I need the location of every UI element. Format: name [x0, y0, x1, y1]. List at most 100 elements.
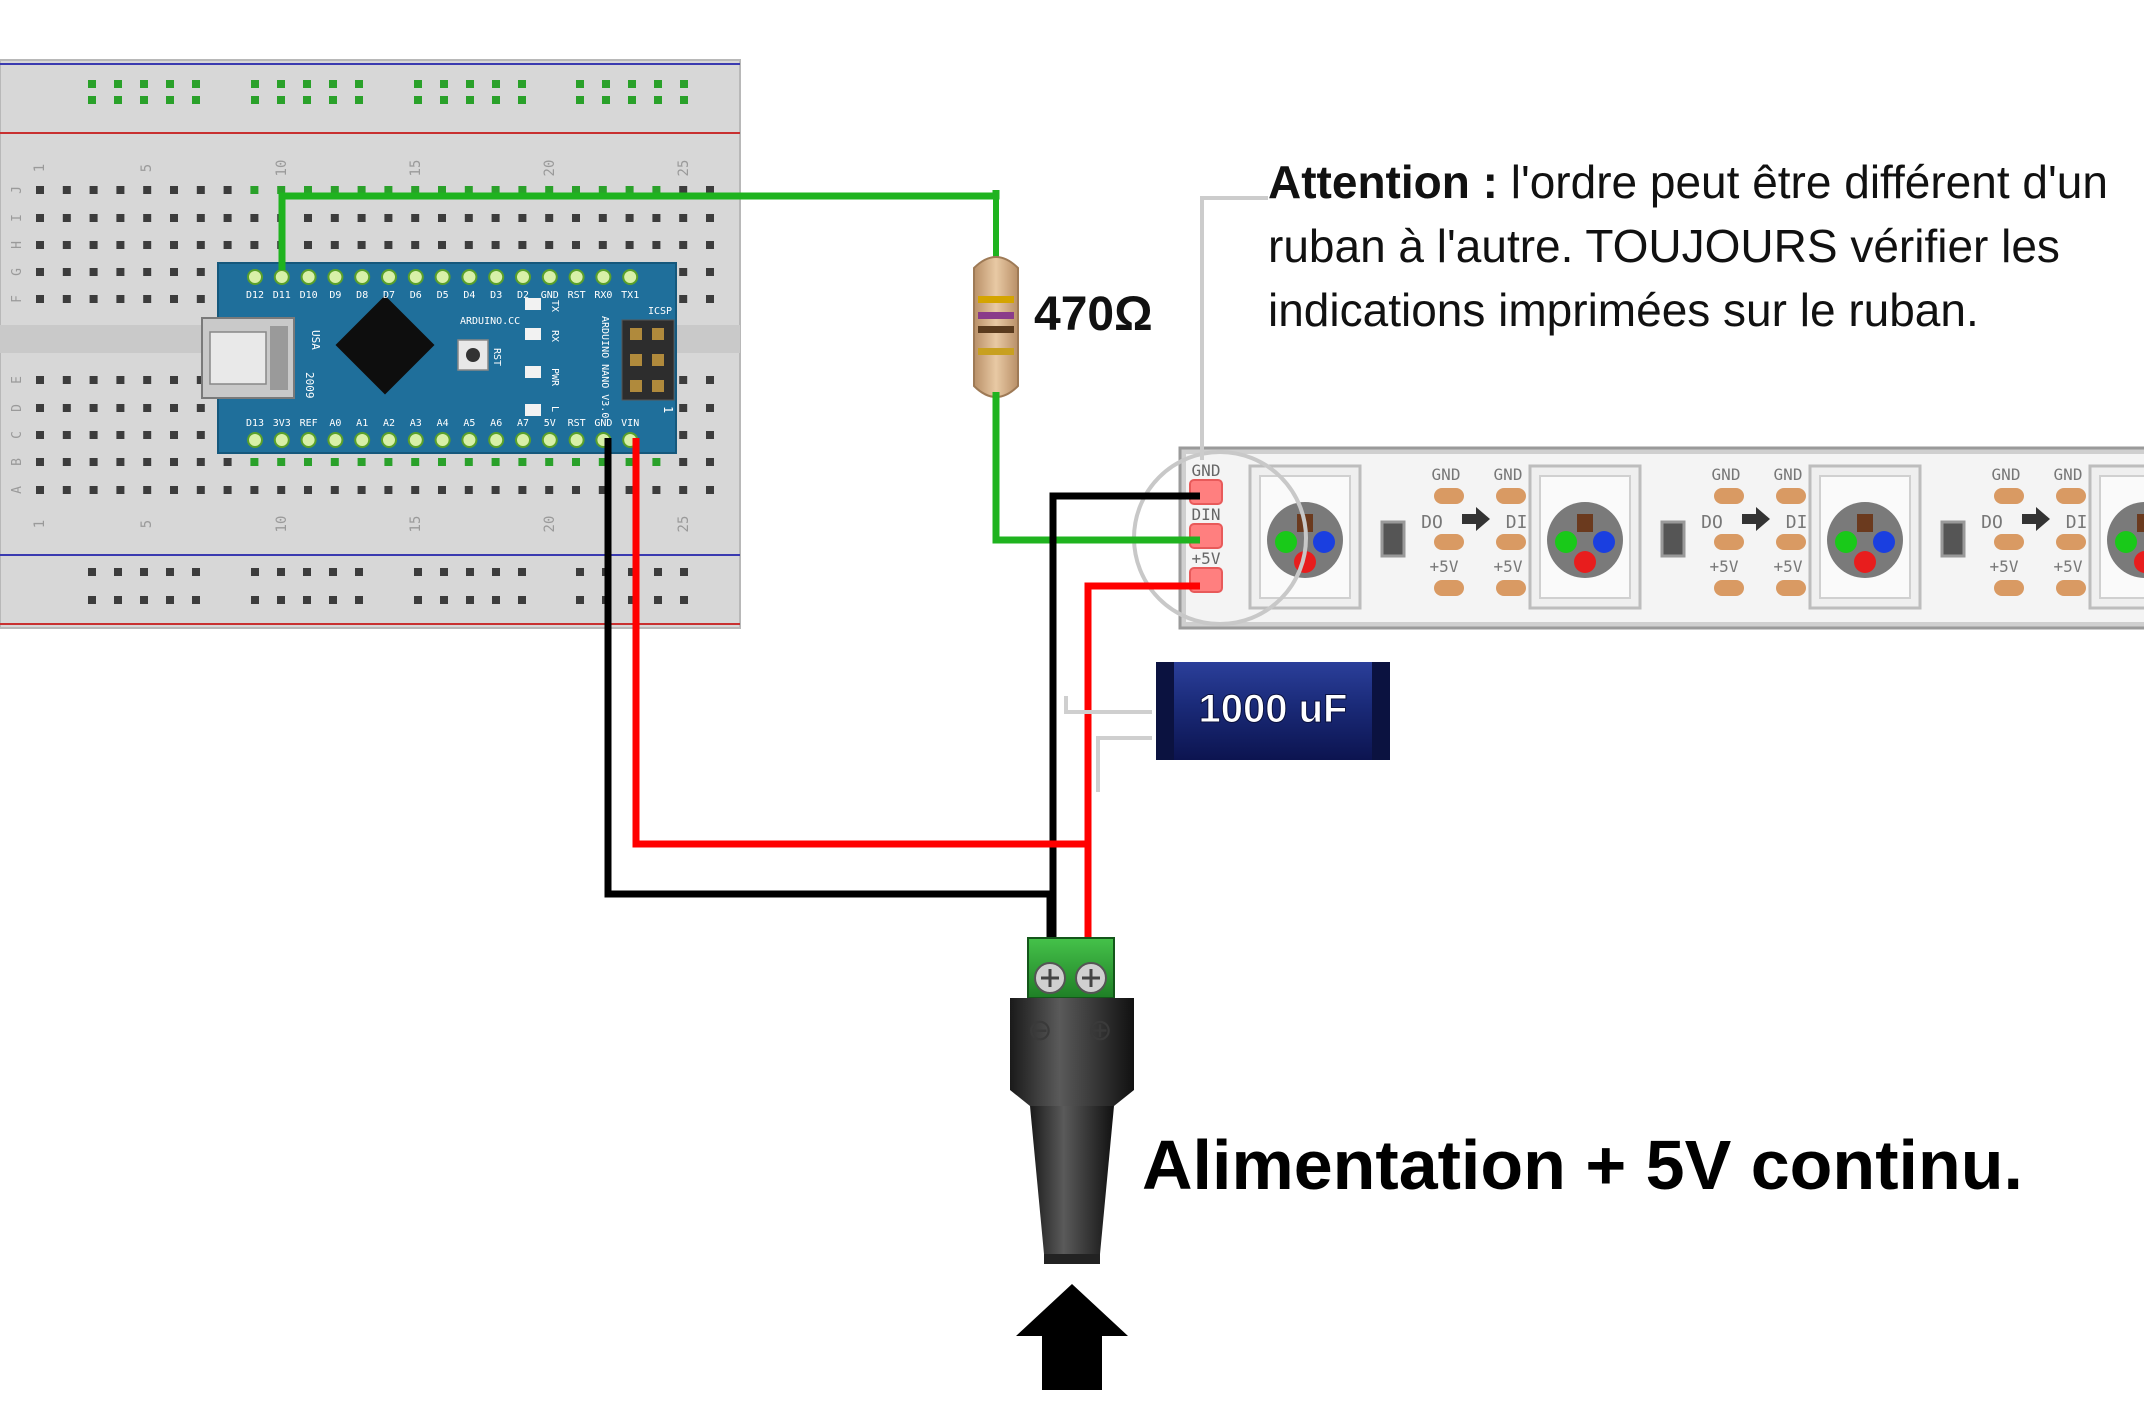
breadboard-hole: [196, 241, 205, 249]
breadboard-hole: [143, 458, 152, 466]
breadboard-hole: [277, 186, 286, 194]
data-direction-arrow: [2022, 507, 2050, 531]
breadboard-hole: [62, 214, 71, 222]
rail-hole: [277, 568, 285, 576]
rail-hole: [329, 96, 337, 104]
rail-hole: [277, 596, 285, 604]
breadboard-hole: [62, 404, 71, 412]
breadboard-hole: [62, 458, 71, 466]
breadboard-hole: [679, 486, 688, 494]
breadboard-hole: [170, 486, 178, 494]
breadboard-hole: [170, 295, 178, 303]
breadboard-hole: [572, 486, 580, 494]
strip-pad-label: GND: [1494, 465, 1523, 484]
arduino-pin-bottom: [568, 432, 585, 448]
column-number-top: 5: [139, 164, 155, 172]
breadboard-hole: [116, 404, 125, 412]
breadboard-hole: [652, 458, 661, 466]
top-pin-label: GND: [541, 290, 559, 301]
top-pin-label: D3: [490, 290, 502, 301]
copper-pad: [1434, 534, 1464, 550]
breadboard-hole: [491, 241, 500, 249]
breadboard-hole: [170, 431, 178, 439]
breadboard-hole: [438, 214, 446, 222]
breadboard-hole: [36, 486, 44, 494]
breadboard-hole: [116, 241, 125, 249]
breadboard-hole: [625, 486, 634, 494]
breadboard-hole: [170, 404, 178, 412]
rail-hole: [414, 96, 422, 104]
breadboard-hole: [438, 458, 446, 466]
breadboard-hole: [89, 186, 98, 194]
breadboard-hole: [196, 404, 205, 412]
rail-hole: [492, 80, 500, 88]
breadboard-hole: [36, 214, 44, 222]
breadboard-hole: [464, 186, 473, 194]
row-letter: H: [10, 241, 25, 249]
rail-hole: [114, 96, 122, 104]
breadboard-hole: [679, 376, 688, 384]
breadboard-hole: [196, 186, 205, 194]
breadboard-hole: [357, 486, 366, 494]
row-letter: D: [10, 404, 25, 412]
breadboard-hole: [652, 214, 661, 222]
rail-hole: [329, 80, 337, 88]
rail-hole: [355, 568, 363, 576]
strip-pad-label: GND: [1712, 465, 1741, 484]
arduino-pin-bottom: [247, 432, 263, 448]
breadboard-hole: [143, 241, 152, 249]
rail-hole: [654, 80, 662, 88]
arduino-pin-top: [247, 269, 263, 285]
rail-hole: [192, 568, 200, 576]
breadboard-hole: [143, 486, 152, 494]
breadboard-hole: [625, 214, 634, 222]
rail-hole: [414, 596, 422, 604]
model-label: ARDUINO NANO V3.0: [599, 316, 610, 418]
breadboard-hole: [330, 458, 339, 466]
led-label: PWR: [549, 368, 560, 387]
breadboard-hole: [491, 186, 500, 194]
breadboard-hole: [438, 241, 446, 249]
dc-jack-connector: ⊖ ⊕: [1010, 937, 1134, 1264]
rail-hole: [628, 568, 636, 576]
breadboard-hole: [598, 486, 607, 494]
rail-hole: [680, 568, 688, 576]
breadboard-hole: [89, 268, 98, 276]
breadboard-hole: [545, 486, 554, 494]
rail-hole: [576, 80, 584, 88]
rail-hole: [492, 568, 500, 576]
top-pin-label: D5: [437, 290, 449, 301]
breadboard-hole: [330, 214, 339, 222]
strip-input-pad-label: GND: [1192, 461, 1221, 480]
column-number-bottom: 5: [139, 520, 155, 528]
breadboard-hole: [304, 241, 312, 249]
breadboard-hole: [572, 186, 580, 194]
rail-hole: [440, 596, 448, 604]
arduino-pin-top: [407, 269, 424, 285]
rail-hole: [576, 96, 584, 104]
breadboard-hole: [679, 268, 688, 276]
bottom-pin-label: A1: [356, 418, 368, 429]
arduino-pin-top: [381, 269, 397, 285]
breadboard-hole: [223, 214, 232, 222]
breadboard-hole: [62, 241, 71, 249]
bottom-pin-label: VIN: [621, 418, 639, 429]
strip-led-segment: [2088, 464, 2144, 610]
year-label: 2009: [303, 372, 316, 399]
arduino-pin-top: [273, 269, 290, 285]
arduino-pin-top: [541, 269, 558, 285]
rail-hole: [251, 96, 259, 104]
bottom-pin-label: GND: [594, 418, 612, 429]
breadboard-hole: [598, 186, 607, 194]
breadboard-hole: [250, 458, 259, 466]
top-pin-label: RX0: [594, 290, 612, 301]
bottom-pin-label: A2: [383, 418, 395, 429]
top-pin-label: D4: [463, 290, 475, 301]
top-pin-label: D8: [356, 290, 368, 301]
arduino-pin-bottom: [354, 432, 371, 448]
breadboard-hole: [545, 214, 554, 222]
breadboard-hole: [706, 268, 714, 276]
column-number-bottom: 1: [32, 520, 48, 528]
rail-hole: [576, 596, 584, 604]
